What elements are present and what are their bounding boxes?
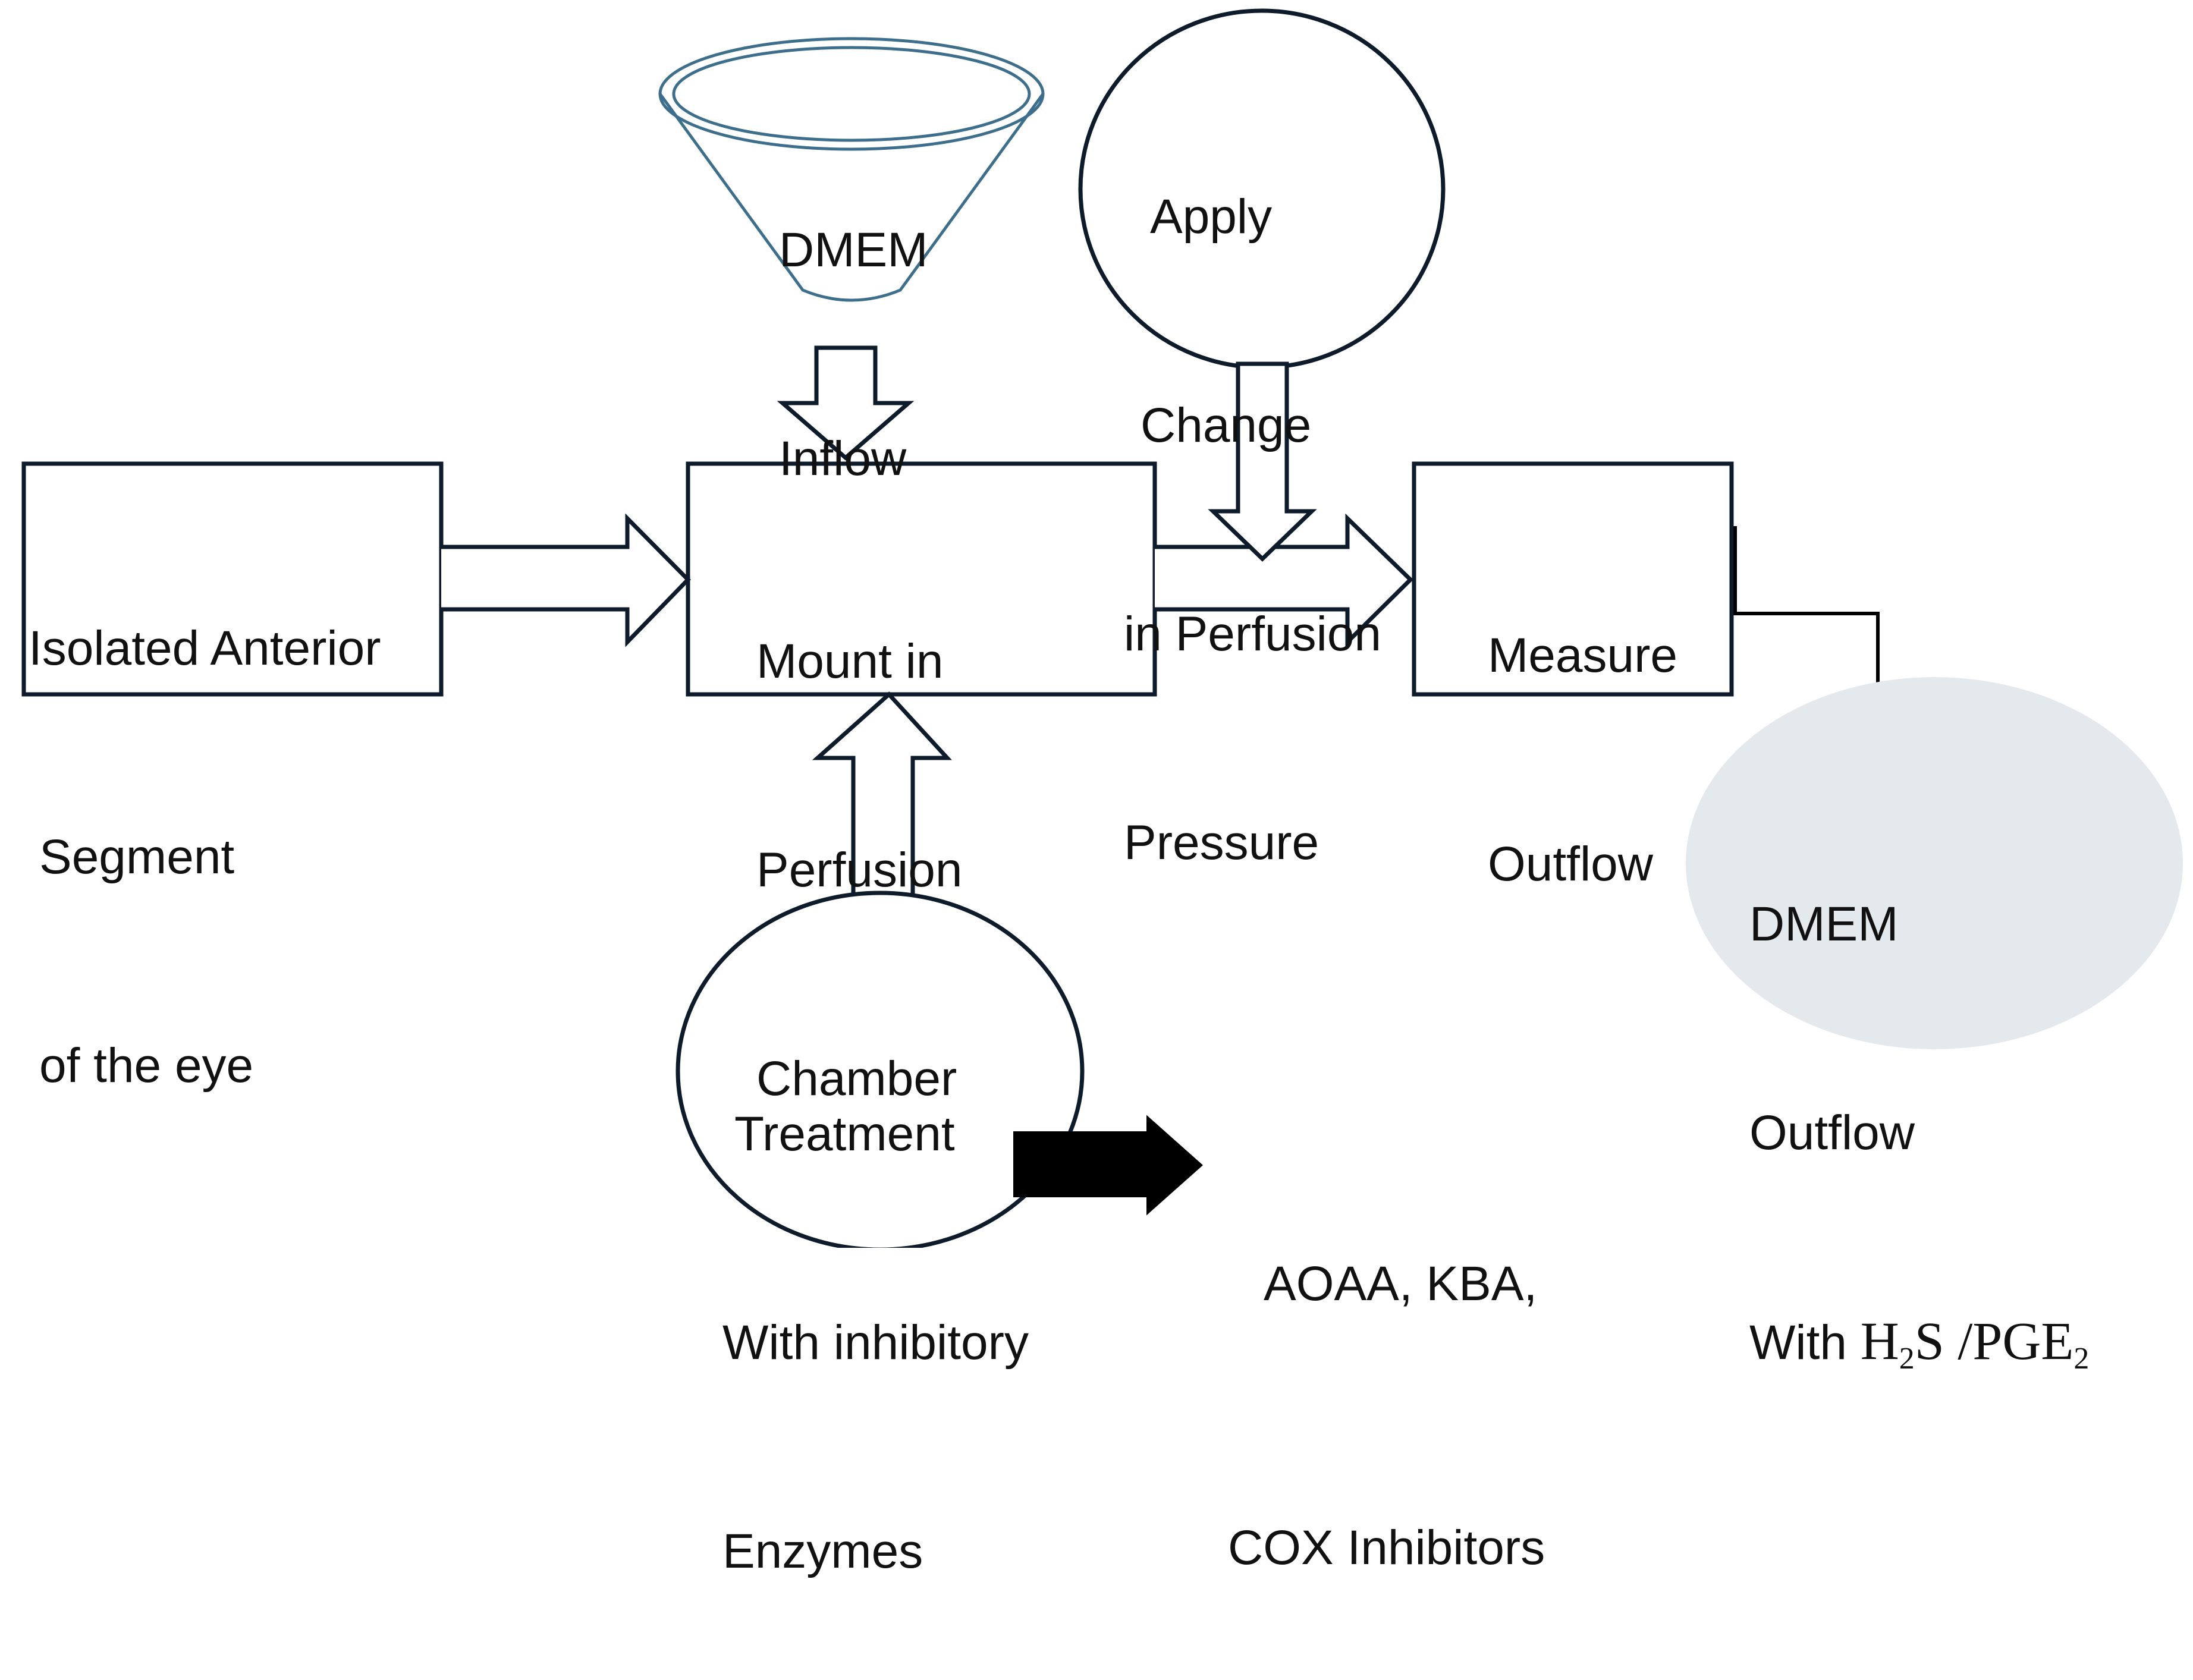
treatment-line-3: Enzymes <box>722 1524 923 1578</box>
h2s-pge2-formula: H2S /PGE2 <box>1860 1312 2090 1374</box>
segment-to-chamber-arrow <box>441 513 691 647</box>
measure-outflow-box <box>1412 461 1734 697</box>
dmem-inflow-label: DMEM Inflow <box>779 76 928 563</box>
perfusion-diagram <box>21 8 2183 1248</box>
dmem-outflow-with: With <box>1749 1316 1861 1370</box>
mount-chamber-line-3: Chamber <box>756 1052 957 1106</box>
inhibitor-solid-arrow <box>1013 1115 1204 1216</box>
mount-chamber-box <box>686 461 1157 697</box>
dmem-outflow-line-1: DMEM <box>1749 897 1899 951</box>
inflow-down-arrow <box>777 345 915 461</box>
dmem-inflow-line-2: Inflow <box>779 432 907 486</box>
apply-change-line-1: Apply <box>1150 190 1273 244</box>
isolated-segment-line-2: Segment <box>39 830 235 884</box>
formula-pge-subscript: 2 <box>2073 1342 2090 1376</box>
measure-outflow-label: Measure Outflow <box>1488 482 1677 968</box>
dmem-outflow-ellipse <box>1686 677 2183 1049</box>
inhibitors-line-1: AOAA, KBA, <box>1264 1257 1538 1311</box>
outflow-connector-line <box>1733 526 1880 693</box>
inhibitors-line-2: COX Inhibitors <box>1228 1521 1545 1575</box>
dmem-outflow-label: DMEM Outflow With H2S /PGE2 <box>1749 750 2089 1447</box>
mount-chamber-line-1: Mount in <box>756 634 944 688</box>
inhibitors-label: AOAA, KBA, COX Inhibitors <box>1228 1064 1545 1680</box>
treatment-label: Treatment With inhibitory Enzymes <box>722 960 1029 1656</box>
measure-outflow-line-1: Measure <box>1488 628 1678 682</box>
treatment-circle <box>676 891 1085 1248</box>
isolated-segment-box <box>21 461 444 697</box>
formula-h-subscript: 2 <box>1899 1342 1915 1376</box>
dmem-inflow-funnel <box>658 37 1045 302</box>
dmem-outflow-line-3: With H2S /PGE2 <box>1749 1307 2089 1377</box>
treatment-line-2: With inhibitory <box>722 1316 1029 1370</box>
isolated-segment-line-3: of the eye <box>39 1039 254 1093</box>
apply-change-label: Apply Change in Perfusion Pressure <box>1124 43 1381 947</box>
formula-s-pge: S /PGE <box>1914 1312 2074 1371</box>
dmem-inflow-line-1: DMEM <box>779 223 928 277</box>
measure-outflow-line-2: Outflow <box>1488 837 1653 891</box>
treatment-line-1: Treatment <box>734 1107 955 1161</box>
mount-chamber-line-2: Perfusion <box>756 843 963 897</box>
pressure-down-arrow <box>1208 361 1317 562</box>
isolated-segment-label: Isolated Anterior Segment of the eye <box>29 474 381 1170</box>
dmem-outflow-line-2: Outflow <box>1749 1106 1915 1160</box>
isolated-segment-line-1: Isolated Anterior <box>29 621 381 675</box>
apply-change-line-3: in Perfusion <box>1124 607 1382 661</box>
apply-change-line-2: Change <box>1141 398 1312 452</box>
treatment-up-arrow <box>812 691 952 895</box>
formula-h: H <box>1860 1312 1899 1371</box>
mount-chamber-label: Mount in Perfusion Chamber <box>756 487 962 1183</box>
apply-change-line-4: Pressure <box>1124 816 1319 870</box>
chamber-to-outflow-arrow <box>1155 513 1413 647</box>
